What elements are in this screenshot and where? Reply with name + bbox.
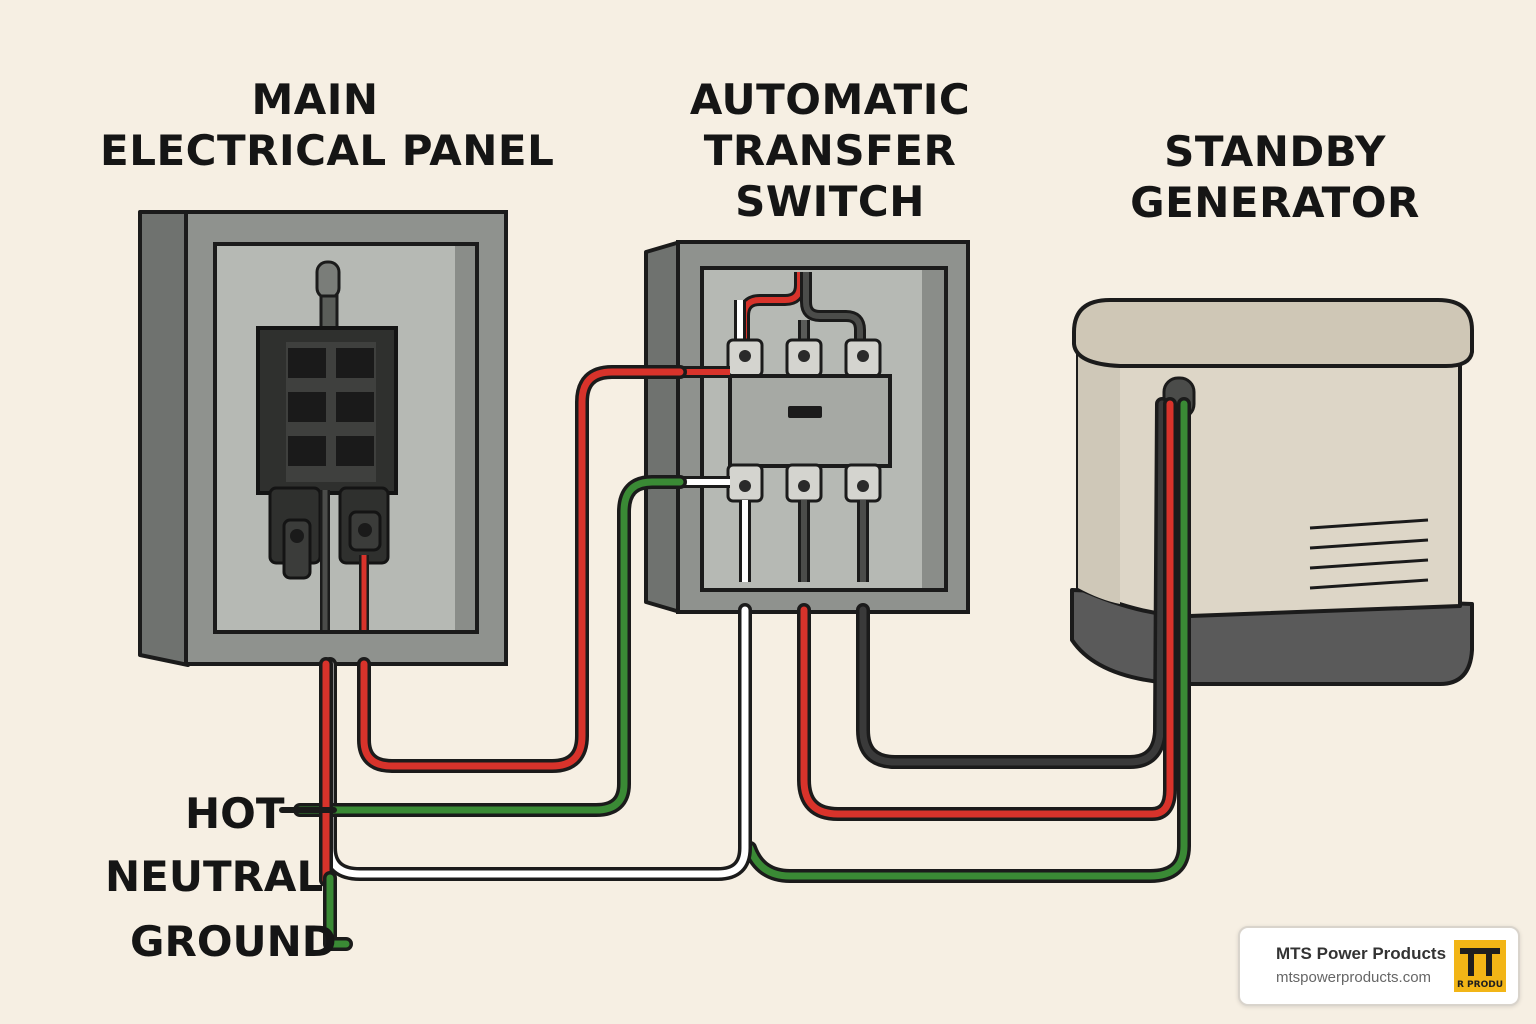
wire-label-hot: HOT (185, 789, 285, 838)
transfer-switch-title: AUTOMATIC TRANSFER SWITCH (640, 74, 1020, 227)
transfer-switch-title-line-1: AUTOMATIC (689, 75, 971, 124)
main-panel-title-line-2: ELECTRICAL PANEL (100, 126, 555, 175)
transfer-switch-title-line-2: TRANSFER (703, 126, 957, 175)
main-panel-title: MAIN ELECTRICAL PANEL (100, 74, 555, 176)
main-electrical-panel (138, 210, 508, 667)
main-panel-title-line-1: MAIN (251, 75, 379, 124)
generator-title-line-2: GENERATOR (1130, 178, 1420, 227)
transfer-switch-title-line-3: SWITCH (735, 177, 925, 226)
standby-generator (1070, 298, 1474, 686)
wire-label-neutral: NEUTRAL (105, 852, 324, 901)
generator-title: STANDBY GENERATOR (1100, 126, 1450, 228)
wires (279, 365, 1191, 951)
watermark-badge[interactable]: MTS Power Products mtspowerproducts.com … (1238, 926, 1520, 1006)
generator-title-line-1: STANDBY (1164, 127, 1386, 176)
logo-text: R PRODU (1456, 980, 1504, 990)
company-logo-icon: R PRODU (1454, 940, 1506, 992)
wire-label-ground: GROUND (130, 917, 337, 966)
watermark-company-name: MTS Power Products (1276, 944, 1447, 963)
watermark-url: mtspowerproducts.com (1276, 969, 1432, 986)
automatic-transfer-switch (644, 240, 970, 614)
